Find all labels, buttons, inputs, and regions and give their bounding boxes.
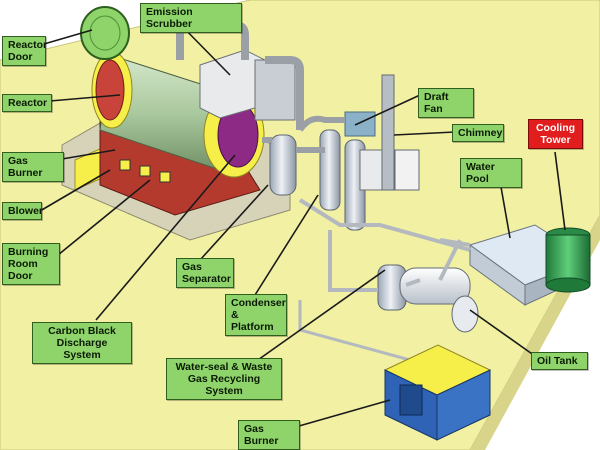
label-water-pool: Water Pool (460, 158, 522, 188)
chimney-stack (381, 74, 395, 191)
scrubber-pipe-2 (265, 56, 304, 130)
label-carbon-black-discharge: Carbon Black Discharge System (32, 322, 132, 364)
label-condenser-platform: Condenser & Platform (225, 294, 287, 336)
condenser-pipe (296, 115, 345, 153)
reactor-door-disc (80, 6, 130, 60)
gas-burner-right-face (436, 369, 491, 441)
furnace-window-2 (139, 165, 151, 177)
reactor-back-ring-red (95, 59, 125, 121)
condenser-1 (319, 129, 341, 211)
process-pipes (298, 198, 471, 292)
label-gas-burner-top: Gas Burner (2, 152, 64, 182)
label-burning-room-door: Burning Room Door (2, 243, 60, 285)
oil-tank-end (451, 295, 479, 333)
gas-burner-door (399, 384, 423, 416)
oil-tank (399, 267, 471, 305)
gas-separator-vessel (269, 134, 297, 196)
label-emission-scrubber: Emission Scrubber (140, 3, 242, 33)
label-draft-fan: Draft Fan (418, 88, 474, 118)
leader-lines (39, 19, 566, 429)
label-reactor: Reactor (2, 94, 52, 112)
label-cooling-tower: Cooling Tower (528, 119, 583, 149)
furnace-window-1 (119, 159, 131, 171)
draft-fan-unit (344, 111, 376, 137)
label-blower: Blower (2, 202, 43, 220)
label-gas-separator: Gas Separator (176, 258, 234, 288)
label-reactor-door: Reactor Door (2, 36, 47, 66)
cooling-tower-body (545, 234, 591, 286)
label-chimney: Chimney (452, 124, 504, 142)
label-oil-tank: Oil Tank (531, 352, 588, 370)
scrubber-side (254, 59, 296, 121)
label-gas-burner-bottom: Gas Burner (238, 420, 300, 450)
label-water-seal: Water-seal & Waste Gas Recycling System (166, 358, 282, 400)
furnace-window-3 (159, 171, 171, 183)
chimney-base (394, 149, 420, 191)
